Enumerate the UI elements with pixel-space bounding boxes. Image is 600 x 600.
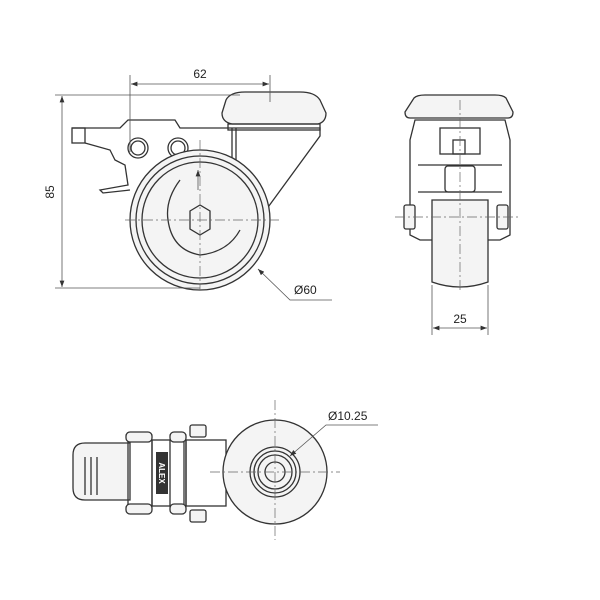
dimension-85: 85 <box>43 185 57 199</box>
brake-pedal <box>72 442 131 501</box>
front-view: 25 <box>395 94 520 335</box>
nut-top <box>189 424 207 438</box>
brand-text: ALEX <box>157 462 166 484</box>
dimension-62: 62 <box>193 67 207 81</box>
axle-nut <box>189 204 211 236</box>
brand-label <box>156 452 168 494</box>
nut-bottom <box>189 509 207 523</box>
dimension-25: 25 <box>453 312 467 326</box>
dimension-bolt-hole: Ø10.25 <box>328 409 368 423</box>
dimension-wheel-diameter: Ø60 <box>294 283 317 297</box>
bottom-view: ALEX Ø10.25 <box>72 400 378 540</box>
side-view: 62 85 Ø60 <box>43 67 332 301</box>
mount-cap <box>221 91 327 125</box>
front-wheel <box>431 199 489 288</box>
